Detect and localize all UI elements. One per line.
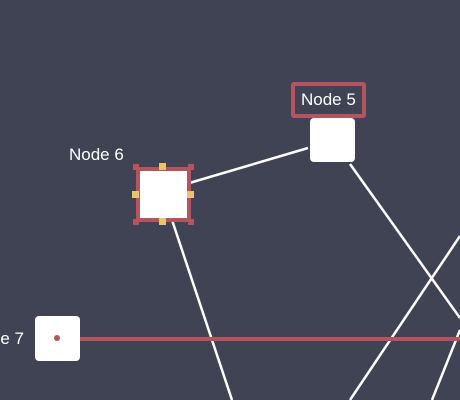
node-6-handle-top[interactable]: [159, 163, 166, 170]
node-6-handle-right[interactable]: [187, 191, 194, 198]
node-6-corner-bottom-left[interactable]: [133, 219, 139, 225]
edge-node5-offscreen-right[interactable]: [348, 163, 460, 319]
node-5-label[interactable]: Node 5: [291, 82, 366, 118]
node-6-handle-bottom[interactable]: [159, 218, 166, 225]
edge-node6-offscreen-bottom[interactable]: [170, 219, 234, 400]
node-7-port-dot[interactable]: [54, 335, 60, 341]
node-5[interactable]: [310, 118, 355, 162]
node-7-label[interactable]: Node 7: [0, 329, 24, 348]
node-6-handle-left[interactable]: [132, 191, 139, 198]
edge-node6-node5[interactable]: [185, 146, 309, 186]
node-6-corner-top-right[interactable]: [188, 164, 194, 170]
edge-offscreen-right-to-bottom-a[interactable]: [348, 235, 460, 400]
node-6-corner-bottom-right[interactable]: [188, 219, 194, 225]
node-6[interactable]: [136, 167, 191, 222]
node-6-corner-top-left[interactable]: [133, 164, 139, 170]
node-6-label[interactable]: Node 6: [69, 145, 124, 164]
edge-offscreen-right-to-bottom-b[interactable]: [430, 329, 460, 400]
